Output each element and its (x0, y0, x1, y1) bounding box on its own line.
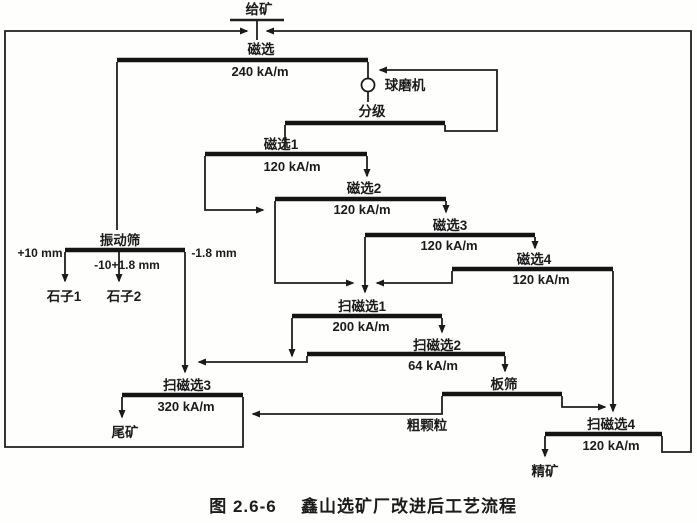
concentrate-label: 精矿 (532, 463, 560, 479)
cleaner1-tails-line (204, 156, 265, 214)
scav4-field-label: 120 kA/m (582, 438, 639, 453)
coarse-particles-label: 粗颗粒 (407, 417, 448, 433)
caption-title: 鑫山选矿厂改进后工艺流程 (300, 496, 517, 516)
cleaner1-label: 磁选1 (264, 136, 299, 152)
ball-mill-icon (360, 77, 376, 93)
scav3-field-label: 320 kA/m (157, 399, 214, 414)
screen-undersize-label: -1.8 mm (191, 246, 236, 260)
cleaner2-label: 磁选2 (347, 180, 382, 196)
screen-oversize-label: +10 mm (17, 246, 62, 260)
scav1-label: 扫磁选1 (338, 298, 386, 314)
unit-bars (65, 57, 662, 437)
cleaner4-label: 磁选4 (517, 251, 552, 267)
scav2-field-label: 64 kA/m (408, 358, 458, 373)
rougher-label: 磁选 (248, 41, 275, 57)
caption-number: 图 2.6-6 (209, 497, 276, 516)
ball-mill-label: 球磨机 (385, 77, 426, 93)
scav3-label: 扫磁选3 (163, 377, 211, 393)
cleaner2-field-label: 120 kA/m (333, 202, 390, 217)
classifier-sands-loop-line (378, 66, 498, 132)
cleaner2-tails-line (274, 201, 355, 287)
scav1-field-label: 200 kA/m (332, 319, 389, 334)
stone2-label: 石子2 (106, 289, 142, 304)
scav2-label: 扫磁选2 (413, 337, 461, 353)
cleaner3-label: 磁选3 (433, 217, 468, 233)
plate-screen-coarse-line (251, 396, 443, 418)
labels: 给矿 磁选 240 kA/m 球磨机 分级 磁选1 120 kA/m 磁选2 1… (17, 1, 639, 516)
left-recycle-line (4, 27, 249, 448)
rougher-field-label: 240 kA/m (231, 64, 288, 79)
scav2-tails-collect-line (197, 356, 308, 366)
cleaner4-field-label: 120 kA/m (512, 272, 569, 287)
tailings-label: 尾矿 (112, 424, 139, 440)
feed-label: 给矿 (246, 1, 273, 17)
cleaner4-tails-line (375, 271, 453, 287)
screen-middling-label: -10+1.8 mm (94, 258, 160, 272)
flow-lines (4, 18, 692, 458)
right-recycle-line (265, 27, 692, 453)
cleaner1-field-label: 120 kA/m (263, 159, 320, 174)
scav4-label: 扫磁选4 (587, 416, 635, 432)
plate-screen-label: 板筛 (491, 376, 519, 392)
stone1-label: 石子1 (46, 289, 82, 304)
classifier-label: 分级 (359, 103, 386, 119)
plate-screen-fine-line (561, 396, 607, 411)
cleaner3-field-label: 120 kA/m (420, 238, 477, 253)
vibrating-screen-label: 振动筛 (100, 232, 141, 248)
